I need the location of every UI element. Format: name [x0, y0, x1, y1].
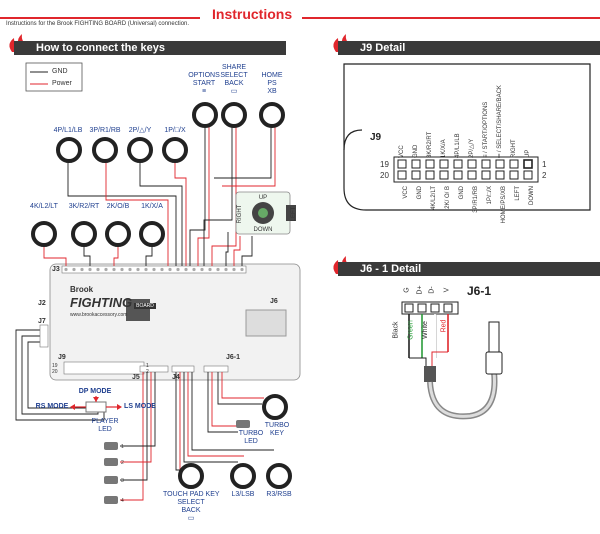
button-l3 — [230, 463, 256, 489]
board-j7: J7 — [38, 318, 46, 325]
button-options — [192, 102, 218, 128]
board-j9-pin2: 2 — [146, 369, 149, 375]
header-line-right — [302, 17, 600, 19]
label-4k: 4K/L2/LT — [30, 203, 58, 210]
j9-pin2: 2 — [542, 171, 547, 180]
j6-pin-label: G — [403, 287, 411, 293]
board-j2: J2 — [38, 300, 46, 307]
legend-gnd-label: GND — [52, 68, 68, 75]
j6-pin-label: D+ — [416, 285, 424, 295]
j6-wire-black: Black — [392, 321, 400, 339]
label-2k: 2K/O/B — [106, 203, 130, 210]
turbo-led-icon — [236, 420, 250, 428]
label-1p: 1P/□/X — [164, 127, 186, 134]
button-4k — [31, 221, 57, 247]
button-share — [221, 102, 247, 128]
j6-pin-label: D- — [428, 286, 436, 294]
board-j9: J9 — [58, 354, 66, 361]
mode-ls-label: LS MODE — [124, 403, 156, 410]
usb-plug-icon — [485, 351, 503, 375]
button-touchpad — [178, 463, 204, 489]
section-j9: J9 Detail — [338, 41, 600, 55]
button-r3 — [266, 463, 292, 489]
board-j61: J6-1 — [226, 354, 241, 361]
led-num-2: 2 — [121, 460, 124, 466]
usb-port-j6 — [245, 309, 287, 337]
section-j6: J6 - 1 Detail — [338, 262, 600, 276]
button-3k — [71, 221, 97, 247]
label-3p: 3P/R1/RB — [89, 127, 121, 134]
joystick-down-label: DOWN — [253, 227, 273, 233]
j6-wire-white: White — [421, 321, 429, 339]
board-j9-pin19: 19 — [52, 363, 58, 369]
j6-detail-title: J6-1 — [467, 284, 492, 298]
board-j4: J4 — [172, 374, 180, 381]
pcb-board — [49, 263, 301, 381]
label-l3: L3/LSB — [231, 491, 255, 498]
label-1k: 1K/X/A — [141, 203, 163, 210]
mode-dp-label: DP MODE — [78, 388, 112, 395]
page-title: Instructions — [212, 6, 293, 22]
button-1k — [139, 221, 165, 247]
j9-pin1: 1 — [542, 160, 547, 169]
board-j6: J6 — [270, 298, 278, 305]
led-num-3: 3 — [121, 478, 124, 484]
button-2k — [105, 221, 131, 247]
j9-pin19: 19 — [380, 160, 389, 169]
legend-power-label: Power — [52, 80, 72, 87]
button-3p — [92, 137, 118, 163]
section-connect: How to connect the keys — [14, 41, 286, 55]
button-4p — [56, 137, 82, 163]
page-subtitle: Instructions for the Brook FIGHTING BOAR… — [6, 21, 190, 27]
j9-outline — [343, 63, 591, 211]
label-r3: R3/RSB — [266, 491, 292, 498]
button-turbo — [262, 394, 288, 420]
button-1p — [162, 137, 188, 163]
j9-pin20: 20 — [380, 171, 389, 180]
label-3k: 3K/R2/RT — [68, 203, 100, 210]
button-home — [259, 102, 285, 128]
joystick-up-label: UP — [258, 195, 268, 201]
j9-detail-title: J9 — [370, 132, 382, 143]
j6-wire-green: Green — [407, 320, 415, 340]
led-num-4: 4 — [121, 498, 124, 504]
header-line-left — [0, 17, 200, 19]
board-j9-pin20: 20 — [52, 369, 58, 375]
j6-pin-label: V — [443, 287, 451, 293]
label-2p: 2P/△/Y — [128, 127, 152, 134]
board-j5: J5 — [132, 374, 140, 381]
button-2p — [127, 137, 153, 163]
mode-rs-label: RS MODE — [35, 403, 69, 410]
j6-wire-red: Red — [440, 319, 448, 333]
board-j3: J3 — [52, 266, 60, 273]
player-leds — [104, 442, 118, 504]
label-4p: 4P/L1/LB — [53, 127, 83, 134]
board-j9-pin1: 1 — [146, 363, 149, 369]
led-num-1: 1 — [121, 444, 124, 450]
legend-box — [25, 62, 83, 92]
